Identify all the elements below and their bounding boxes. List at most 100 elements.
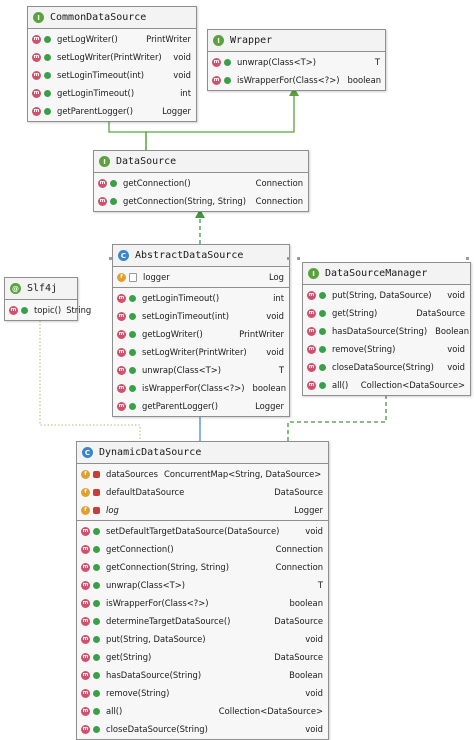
- field-icon: f: [81, 505, 90, 515]
- public-icon: [93, 707, 100, 715]
- method-type: Connection: [275, 544, 323, 554]
- field-icon: f: [117, 272, 126, 282]
- method-row[interactable]: m setLoginTimeout(int) void: [28, 66, 196, 84]
- method-name: setDefaultTargetDataSource(DataSource): [106, 526, 280, 536]
- class-header: C DynamicDataSource: [77, 442, 328, 464]
- public-icon: [319, 291, 326, 299]
- method-type: int: [180, 88, 191, 98]
- public-icon: [44, 107, 51, 115]
- method-name: determineTargetDataSource(): [106, 616, 231, 626]
- method-icon: m: [212, 75, 221, 85]
- class-header: I DataSource: [94, 151, 308, 173]
- method-type: Connection: [255, 196, 303, 206]
- public-icon: [319, 381, 326, 389]
- method-name: getParentLogger(): [57, 106, 133, 116]
- method-icon: m: [32, 34, 41, 44]
- method-type: void: [305, 688, 323, 698]
- method-type: void: [266, 347, 284, 357]
- interface-badge-icon: I: [308, 268, 319, 279]
- field-type: DataSource: [274, 487, 323, 497]
- method-type: Connection: [275, 562, 323, 572]
- method-name: isWrapperFor(Class<?>): [106, 598, 209, 608]
- method-name: put(String, DataSource): [332, 290, 432, 300]
- method-name: setLoginTimeout(int): [57, 70, 145, 80]
- public-icon: [110, 179, 117, 187]
- public-icon: [319, 363, 326, 371]
- method-icon: m: [307, 308, 316, 318]
- class-header: I Wrapper: [208, 30, 385, 52]
- method-icon: m: [81, 580, 90, 590]
- method-icon: m: [32, 106, 41, 116]
- method-icon: m: [81, 670, 90, 680]
- method-icon: m: [98, 196, 107, 206]
- class-title: AbstractDataSource: [135, 250, 244, 261]
- method-icon: m: [32, 70, 41, 80]
- method-type: Logger: [255, 401, 284, 411]
- method-name: remove(String): [106, 688, 170, 698]
- method-type: int: [273, 293, 284, 303]
- public-icon: [44, 35, 51, 43]
- method-name: getLogWriter(): [142, 329, 203, 339]
- method-type: Boolean: [435, 326, 470, 336]
- method-icon: m: [117, 383, 126, 393]
- class-title: CommonDataSource: [50, 12, 147, 23]
- method-name: hasDataSource(String): [332, 326, 428, 336]
- implements-edge-manager: [287, 394, 387, 441]
- method-icon: m: [307, 290, 316, 300]
- method-icon: m: [81, 526, 90, 536]
- method-type: T: [374, 57, 380, 67]
- method-name: topic(): [34, 305, 62, 315]
- class-header: C AbstractDataSource: [113, 245, 289, 267]
- method-type: void: [173, 70, 191, 80]
